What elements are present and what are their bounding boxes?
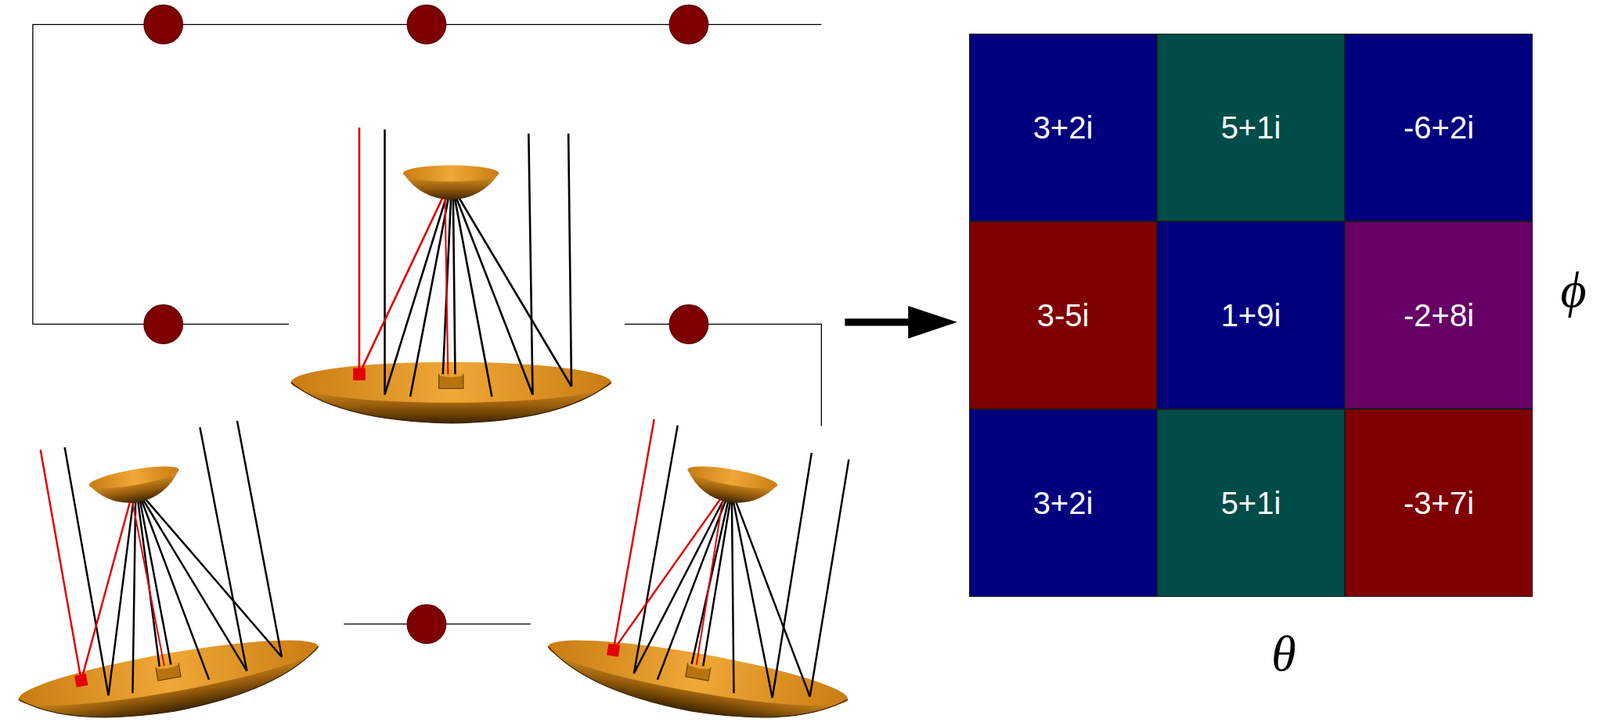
axis-label: θ <box>1271 629 1296 680</box>
radio-telescope <box>291 127 612 424</box>
grid-cell: -2+8i <box>1344 221 1533 410</box>
cell-value: 5+1i <box>1221 486 1282 522</box>
baseline-node <box>144 5 709 645</box>
cell-value: 5+1i <box>1221 110 1282 146</box>
cell-value: -6+2i <box>1403 110 1474 146</box>
grid-cell: 3+2i <box>969 33 1157 222</box>
radio-telescope <box>541 408 891 726</box>
arrow <box>844 306 957 339</box>
radio-telescope <box>0 408 325 726</box>
grid-cell: -6+2i <box>1344 33 1533 222</box>
grid-cell: 5+1i <box>1156 33 1345 222</box>
cell-value: 1+9i <box>1221 298 1282 334</box>
cell-value: 3+2i <box>1033 110 1094 146</box>
grid-cell: 3+2i <box>969 409 1157 598</box>
cell-value: 3-5i <box>1037 298 1090 334</box>
grid-cell: -3+7i <box>1344 409 1533 598</box>
cell-value: 3+2i <box>1033 486 1094 522</box>
grid-cell: 1+9i <box>1156 221 1345 410</box>
cell-value: -3+7i <box>1403 486 1474 522</box>
cell-value: -2+8i <box>1403 298 1474 334</box>
grid-cell: 3-5i <box>969 221 1157 410</box>
connection-wire <box>32 24 822 624</box>
axis-label: ϕ <box>1560 265 1586 316</box>
grid-cell: 5+1i <box>1156 409 1345 598</box>
